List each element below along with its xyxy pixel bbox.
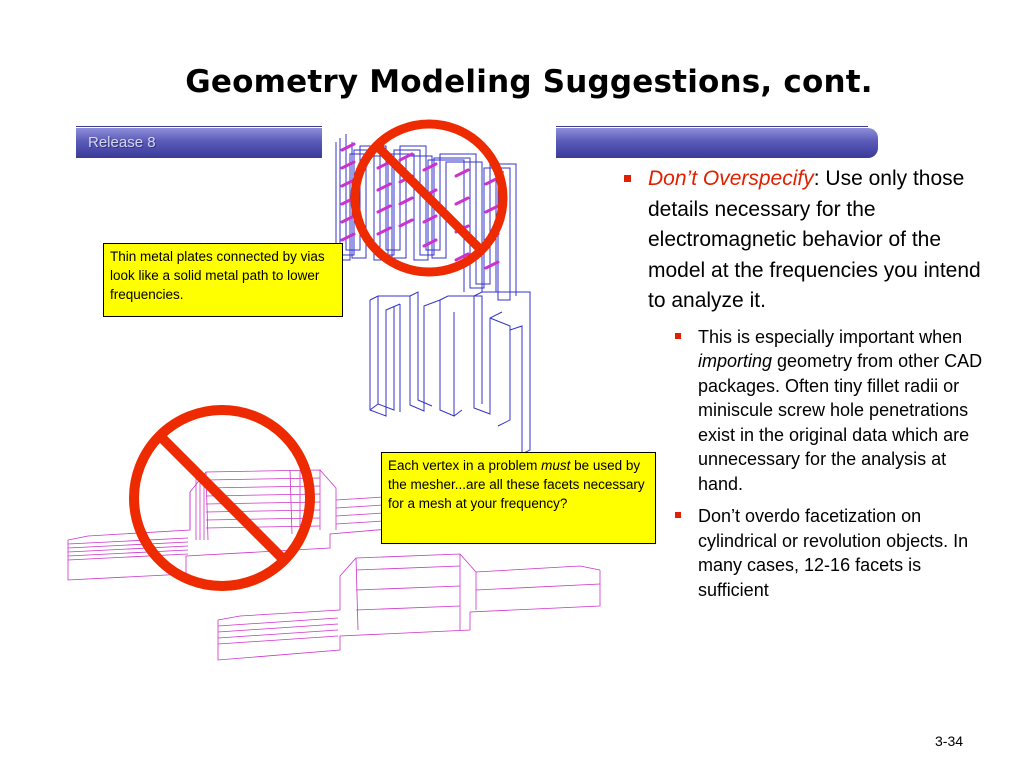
callout-vertex: Each vertex in a problem must be used by… (381, 452, 656, 544)
callout-vertex-text-end: be used by the mesher...are all these fa… (388, 458, 645, 511)
prohibition-icon (129, 405, 315, 591)
callout-vertex-italic: must (541, 458, 571, 473)
bullet-main-emphasis: Don’t Overspecify (648, 167, 814, 190)
sub-bullet-importing: This is especially important when import… (620, 325, 992, 497)
sub-bullet-text: This is especially important when (698, 326, 963, 347)
bullet-square-icon (675, 512, 681, 518)
bullet-square-icon (675, 332, 681, 339)
release-label: Release 8 (88, 134, 156, 151)
faceted-part-lower (217, 553, 601, 661)
bullet-main-text: : Use only those details necessary for t… (648, 167, 981, 312)
callout-vertex-text: Each vertex in a problem (388, 458, 542, 473)
callout-vias: Thin metal plates connected by vias look… (103, 243, 343, 317)
header-band-right (556, 128, 878, 158)
header-band-left (76, 128, 322, 158)
bullet-list: Don’t Overspecify: Use only those detail… (620, 164, 992, 602)
faceted-part-upper (67, 469, 401, 581)
sub-bullet-italic: importing (698, 351, 773, 371)
sub-bullet-text-end: geometry from other CAD packages. Often … (698, 351, 983, 494)
slide-title: Geometry Modeling Suggestions, cont. (185, 64, 873, 100)
sub-bullet-facetization: Don’t overdo facetization on cylindrical… (620, 504, 992, 602)
solid-meander-geometry (369, 291, 531, 461)
bullet-main: Don’t Overspecify: Use only those detail… (620, 164, 992, 317)
header-band-rule (556, 126, 868, 127)
bullet-square-icon (624, 175, 631, 182)
sub-bullet-text: Don’t overdo facetization on cylindrical… (698, 506, 969, 600)
page-number: 3-34 (935, 733, 964, 749)
prohibition-icon (350, 119, 508, 277)
header-band-rule (76, 126, 322, 127)
